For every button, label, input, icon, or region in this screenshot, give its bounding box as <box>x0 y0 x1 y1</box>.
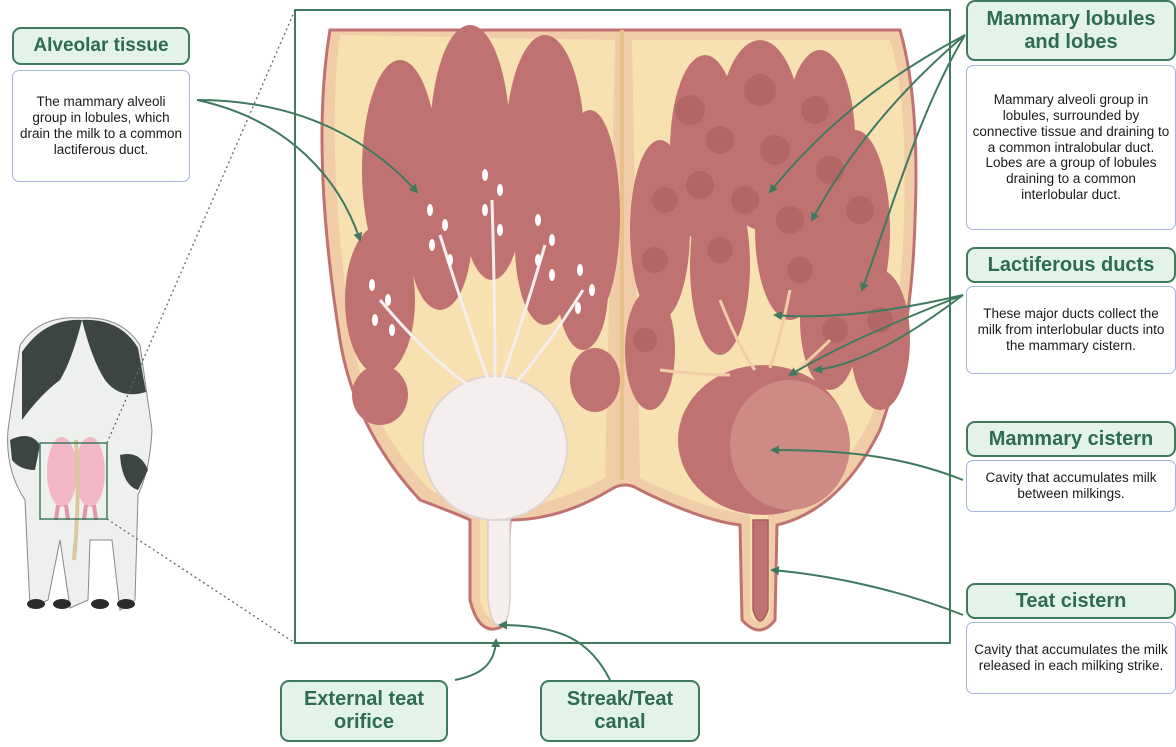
teat-cistern-description: Cavity that accumulates the milk release… <box>966 622 1176 694</box>
alveolar-tissue-description: The mammary alveoli group in lobules, wh… <box>12 70 190 182</box>
alveolar-tissue-label: Alveolar tissue <box>12 27 190 65</box>
mammary-cistern-label: Mammary cistern <box>966 421 1176 457</box>
lactiferous-ducts-description: These major ducts collect the milk from … <box>966 286 1176 374</box>
mammary-cistern-description: Cavity that accumulates milk between mil… <box>966 460 1176 512</box>
teat-cistern-label: Teat cistern <box>966 583 1176 619</box>
external-teat-orifice-label: External teat orifice <box>280 680 448 742</box>
mammary-lobules-label: Mammary lobules and lobes <box>966 0 1176 61</box>
streak-canal-label: Streak/Teat canal <box>540 680 700 742</box>
lactiferous-ducts-label: Lactiferous ducts <box>966 247 1176 283</box>
cow-rear-view-icon <box>8 318 152 610</box>
mammary-lobules-description: Mammary alveoli group in lobules, surrou… <box>966 65 1176 230</box>
